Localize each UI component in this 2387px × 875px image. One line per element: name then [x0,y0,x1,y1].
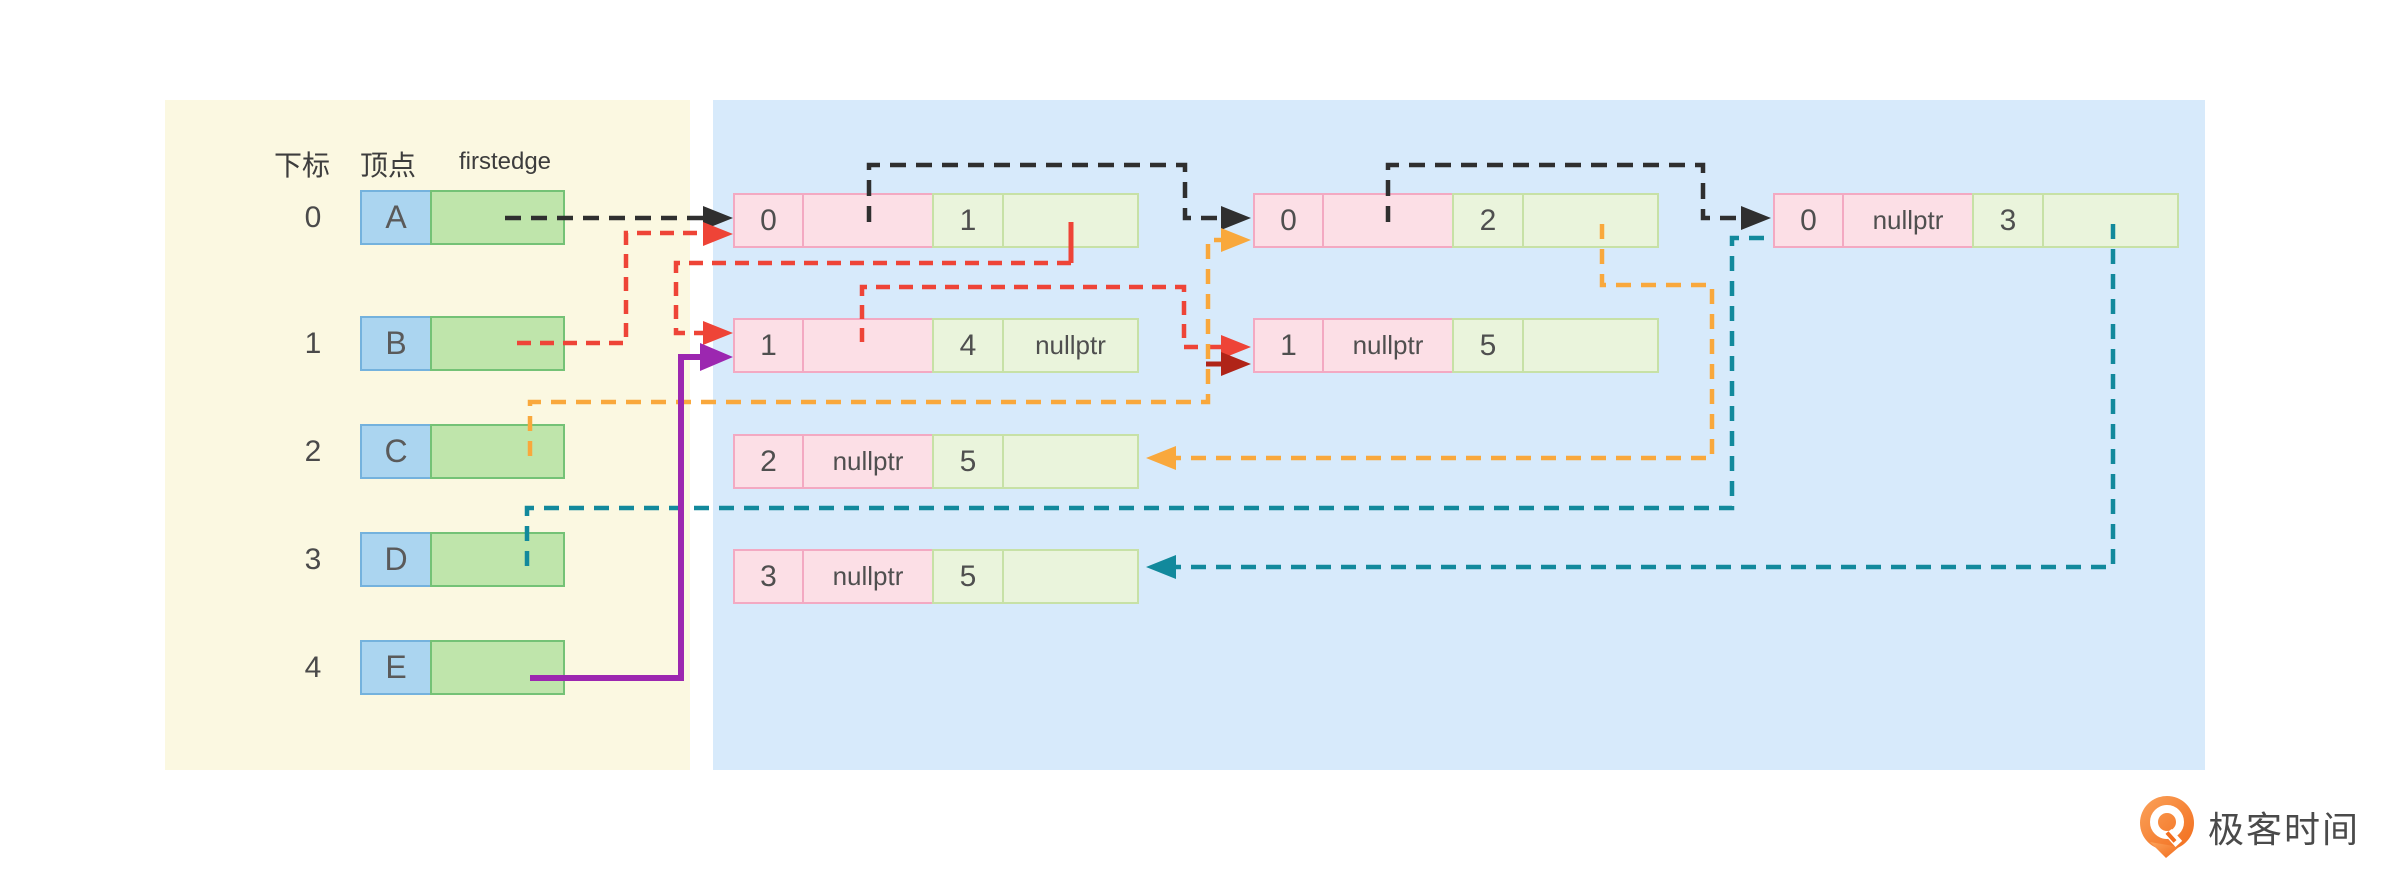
node-jvex-cell: 5 [932,434,1004,489]
node-ilink-cell: nullptr [1842,193,1974,248]
edge-node-1-4: 1 4 nullptr [733,318,1139,373]
node-ilink-cell: nullptr [802,434,934,489]
edge-node-3-5: 3 nullptr 5 [733,549,1139,604]
firstedge-cell-d [430,532,565,587]
header-index: 下标 [273,150,330,181]
vertex-cell-b: B [360,316,432,371]
edge-node-0-1: 0 1 [733,193,1139,248]
vertex-cell-a: A [360,190,432,245]
edge-node-2-5: 2 nullptr 5 [733,434,1139,489]
node-ivex-cell: 1 [733,318,804,373]
node-ivex-cell: 0 [733,193,804,248]
node-jvex-cell: 5 [932,549,1004,604]
index-label-4: 4 [304,651,322,684]
geektime-logo-icon [2140,796,2194,858]
node-ivex-cell: 1 [1253,318,1324,373]
node-ivex-cell: 3 [733,549,804,604]
vertex-cell-c: C [360,424,432,479]
index-label-1: 1 [304,327,322,360]
node-jlink-cell [1002,549,1139,604]
node-jlink-cell [2042,193,2179,248]
node-jvex-cell: 2 [1452,193,1524,248]
vertex-cell-d: D [360,532,432,587]
node-ilink-cell [802,318,934,373]
node-ivex-cell: 0 [1253,193,1324,248]
node-ilink-cell: nullptr [802,549,934,604]
edge-node-0-3: 0 nullptr 3 [1773,193,2179,248]
node-ilink-cell [1322,193,1454,248]
node-jlink-cell [1002,193,1139,248]
index-label-0: 0 [304,201,322,234]
node-jvex-cell: 5 [1452,318,1524,373]
firstedge-cell-e [430,640,565,695]
header-vertex: 顶点 [359,150,416,181]
index-label-3: 3 [304,543,322,576]
node-jvex-cell: 1 [932,193,1004,248]
firstedge-cell-c [430,424,565,479]
geektime-logo-text: 极客时间 [2208,809,2361,850]
node-ilink-cell [802,193,934,248]
geektime-logo: 极客时间 [2136,795,2360,859]
edge-node-0-2: 0 2 [1253,193,1659,248]
node-jlink-cell [1002,434,1139,489]
firstedge-cell-a [430,190,565,245]
node-jlink-cell: nullptr [1002,318,1139,373]
header-firstedge: firstedge [458,148,552,175]
node-jlink-cell [1522,193,1659,248]
edge-node-1-5: 1 nullptr 5 [1253,318,1659,373]
node-jlink-cell [1522,318,1659,373]
node-ivex-cell: 2 [733,434,804,489]
node-ilink-cell: nullptr [1322,318,1454,373]
firstedge-cell-b [430,316,565,371]
node-jvex-cell: 3 [1972,193,2044,248]
node-ivex-cell: 0 [1773,193,1844,248]
index-label-2: 2 [304,435,322,468]
vertex-cell-e: E [360,640,432,695]
node-jvex-cell: 4 [932,318,1004,373]
